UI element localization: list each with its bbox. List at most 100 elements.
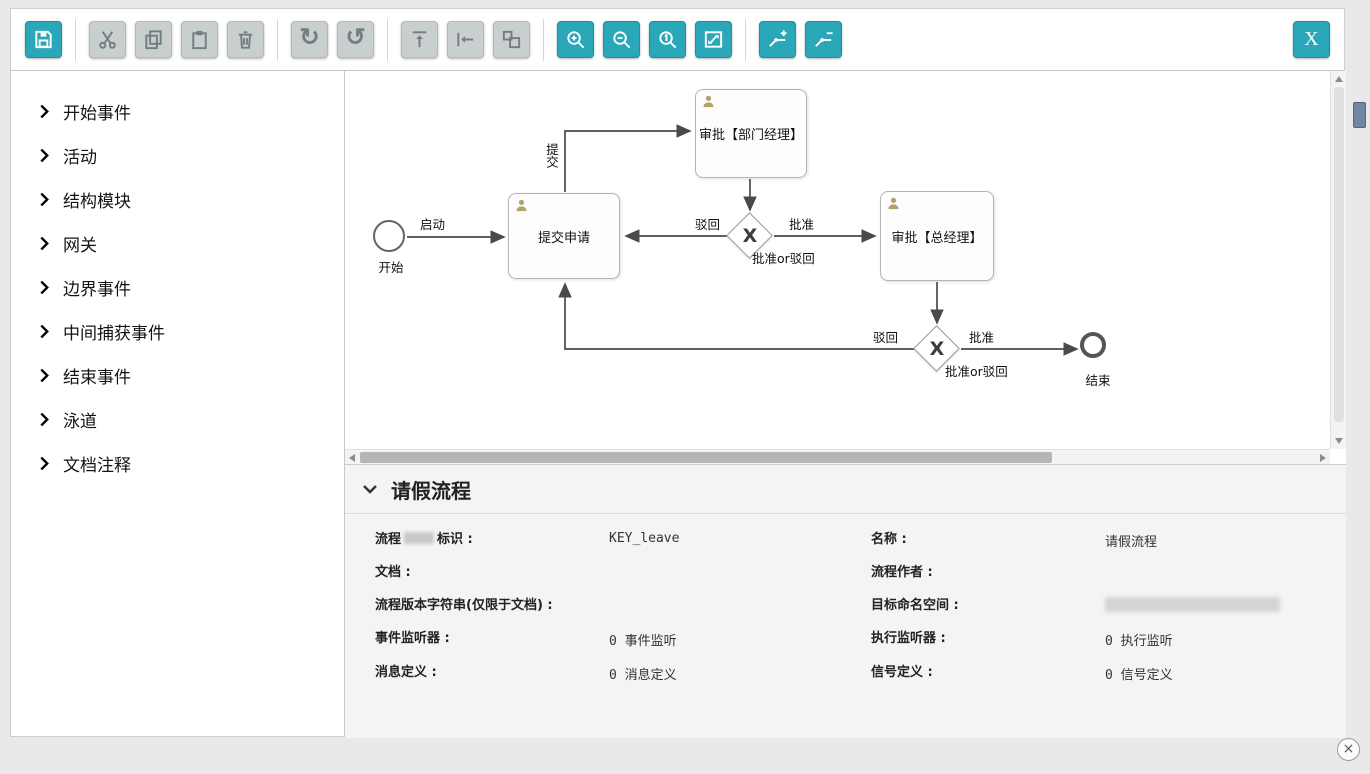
flow-label-reject-2: 驳回 bbox=[873, 330, 899, 345]
task-dept-manager-approval[interactable]: 审批【部门经理】 bbox=[695, 89, 807, 178]
zoom-out-icon bbox=[613, 31, 631, 49]
properties-body: 流程标识 : KEY_leave 文档 : 流程版本字符串(仅限于文档) : 事… bbox=[345, 514, 1346, 696]
property-value[interactable]: 0 消息定义 bbox=[609, 667, 677, 683]
undo-button[interactable]: ↺ bbox=[337, 21, 374, 58]
end-event[interactable] bbox=[1080, 332, 1106, 358]
scroll-right-arrow[interactable] bbox=[1320, 454, 1326, 462]
add-bendpoint-button[interactable] bbox=[759, 21, 796, 58]
redo-icon: ↻ bbox=[299, 23, 320, 51]
start-event[interactable] bbox=[373, 220, 405, 252]
zoom-actual-icon bbox=[659, 31, 677, 49]
palette-item-label: 泳道 bbox=[63, 411, 97, 432]
property-label: 事件监听器 : bbox=[375, 631, 450, 647]
palette-item-intermediate-events[interactable]: 中间捕获事件 bbox=[39, 309, 344, 353]
delete-button[interactable] bbox=[227, 21, 264, 58]
cut-button[interactable] bbox=[89, 21, 126, 58]
property-value[interactable]: 0 事件监听 bbox=[609, 634, 677, 650]
user-task-icon bbox=[888, 197, 899, 210]
task-general-manager-approval[interactable]: 审批【总经理】 bbox=[880, 191, 994, 281]
scroll-up-arrow[interactable] bbox=[1335, 76, 1343, 82]
align-horizontal-button[interactable] bbox=[401, 21, 438, 58]
toolbar-separator bbox=[543, 18, 544, 61]
toolbar-separator bbox=[75, 18, 76, 61]
property-row-author: 流程作者 : bbox=[871, 563, 1329, 583]
scissors-icon bbox=[99, 31, 116, 49]
toolbar-separator bbox=[387, 18, 388, 61]
property-value[interactable]: KEY_leave bbox=[609, 531, 680, 546]
zoom-in-button[interactable] bbox=[557, 21, 594, 58]
property-label: 消息定义 : bbox=[375, 664, 437, 680]
properties-header[interactable]: 请假流程 bbox=[345, 465, 1346, 514]
save-icon bbox=[35, 30, 52, 49]
property-row-target-namespace: 目标命名空间 : bbox=[871, 596, 1329, 616]
sequence-flows bbox=[407, 124, 1079, 356]
align-vertical-button[interactable] bbox=[447, 21, 484, 58]
chevron-right-icon bbox=[40, 280, 49, 294]
chevron-right-icon bbox=[40, 192, 49, 206]
user-task-icon bbox=[703, 95, 714, 108]
chevron-right-icon bbox=[40, 368, 49, 382]
palette-item-end-events[interactable]: 结束事件 bbox=[39, 353, 344, 397]
properties-column-left: 流程标识 : KEY_leave 文档 : 流程版本字符串(仅限于文档) : 事… bbox=[375, 530, 833, 696]
diagram-canvas[interactable]: 开始 结束 提交申请 审批【部门经理】 审批【总经理】 X bbox=[345, 71, 1346, 464]
chevron-right-icon bbox=[40, 324, 49, 338]
redacted-text bbox=[404, 532, 435, 544]
task-submit-request[interactable]: 提交申请 bbox=[508, 193, 620, 279]
toolbar: ↻ ↺ bbox=[11, 9, 1344, 71]
horizontal-scroll-thumb[interactable] bbox=[360, 452, 1052, 463]
palette-item-structural[interactable]: 结构模块 bbox=[39, 177, 344, 221]
close-button[interactable]: × bbox=[1337, 738, 1360, 761]
user-task-icon bbox=[516, 199, 527, 212]
property-value[interactable]: 请假流程 bbox=[1105, 535, 1158, 550]
property-label: 流程版本字符串(仅限于文档) : bbox=[375, 598, 553, 614]
palette-item-swimlanes[interactable]: 泳道 bbox=[39, 397, 344, 441]
remove-bendpoint-button[interactable] bbox=[805, 21, 842, 58]
property-value[interactable] bbox=[1105, 596, 1280, 616]
palette-item-start-events[interactable]: 开始事件 bbox=[39, 89, 344, 133]
page-scroll-indicator[interactable] bbox=[1353, 102, 1366, 128]
paste-icon bbox=[192, 30, 207, 50]
align-vertical-icon bbox=[457, 32, 474, 47]
zoom-out-button[interactable] bbox=[603, 21, 640, 58]
palette-item-activities[interactable]: 活动 bbox=[39, 133, 344, 177]
vertical-scroll-thumb[interactable] bbox=[1334, 87, 1344, 422]
property-row-documentation: 文档 : bbox=[375, 563, 833, 583]
copy-icon bbox=[145, 30, 162, 50]
vertical-scrollbar[interactable] bbox=[1330, 71, 1346, 449]
gateway-x-mark: X bbox=[742, 225, 758, 247]
scroll-left-arrow[interactable] bbox=[349, 454, 355, 462]
palette-item-label: 网关 bbox=[63, 235, 97, 256]
copy-button[interactable] bbox=[135, 21, 172, 58]
scroll-down-arrow[interactable] bbox=[1335, 438, 1343, 444]
chevron-right-icon bbox=[40, 148, 49, 162]
horizontal-scrollbar[interactable] bbox=[345, 449, 1330, 464]
chevron-right-icon bbox=[40, 236, 49, 250]
palette-sidebar: 开始事件 活动 结构模块 网关 边界事件 中间捕获事件 结束事件 泳道 bbox=[11, 71, 345, 736]
palette-item-boundary-events[interactable]: 边界事件 bbox=[39, 265, 344, 309]
properties-panel: 请假流程 流程标识 : KEY_leave 文档 : 流程版本字符串(仅限于文档… bbox=[345, 464, 1346, 738]
xml-view-button[interactable]: X bbox=[1293, 21, 1330, 58]
same-size-button[interactable] bbox=[493, 21, 530, 58]
paste-button[interactable] bbox=[181, 21, 218, 58]
palette-item-gateways[interactable]: 网关 bbox=[39, 221, 344, 265]
property-row-execution-listeners: 执行监听器 : 0 执行监听 bbox=[871, 629, 1329, 649]
property-label: 流程作者 : bbox=[871, 565, 933, 581]
property-row-version-string: 流程版本字符串(仅限于文档) : bbox=[375, 596, 833, 616]
property-row-event-listeners: 事件监听器 : 0 事件监听 bbox=[375, 629, 833, 649]
trash-icon bbox=[238, 31, 253, 49]
chevron-right-icon bbox=[40, 412, 49, 426]
zoom-actual-button[interactable] bbox=[649, 21, 686, 58]
redo-button[interactable]: ↻ bbox=[291, 21, 328, 58]
task-label: 审批【部门经理】 bbox=[698, 128, 803, 143]
palette-item-annotation[interactable]: 文档注释 bbox=[39, 441, 344, 485]
toolbar-separator bbox=[277, 18, 278, 61]
palette-item-label: 文档注释 bbox=[63, 455, 131, 476]
property-label: 执行监听器 : bbox=[871, 631, 946, 647]
zoom-fit-button[interactable] bbox=[695, 21, 732, 58]
property-value[interactable]: 0 信号定义 bbox=[1105, 667, 1173, 683]
property-row-message-definitions: 消息定义 : 0 消息定义 bbox=[375, 663, 833, 683]
end-event-label: 结束 bbox=[1085, 373, 1111, 388]
property-value[interactable]: 0 执行监听 bbox=[1105, 634, 1173, 650]
save-button[interactable] bbox=[25, 21, 62, 58]
toolbar-separator bbox=[745, 18, 746, 61]
